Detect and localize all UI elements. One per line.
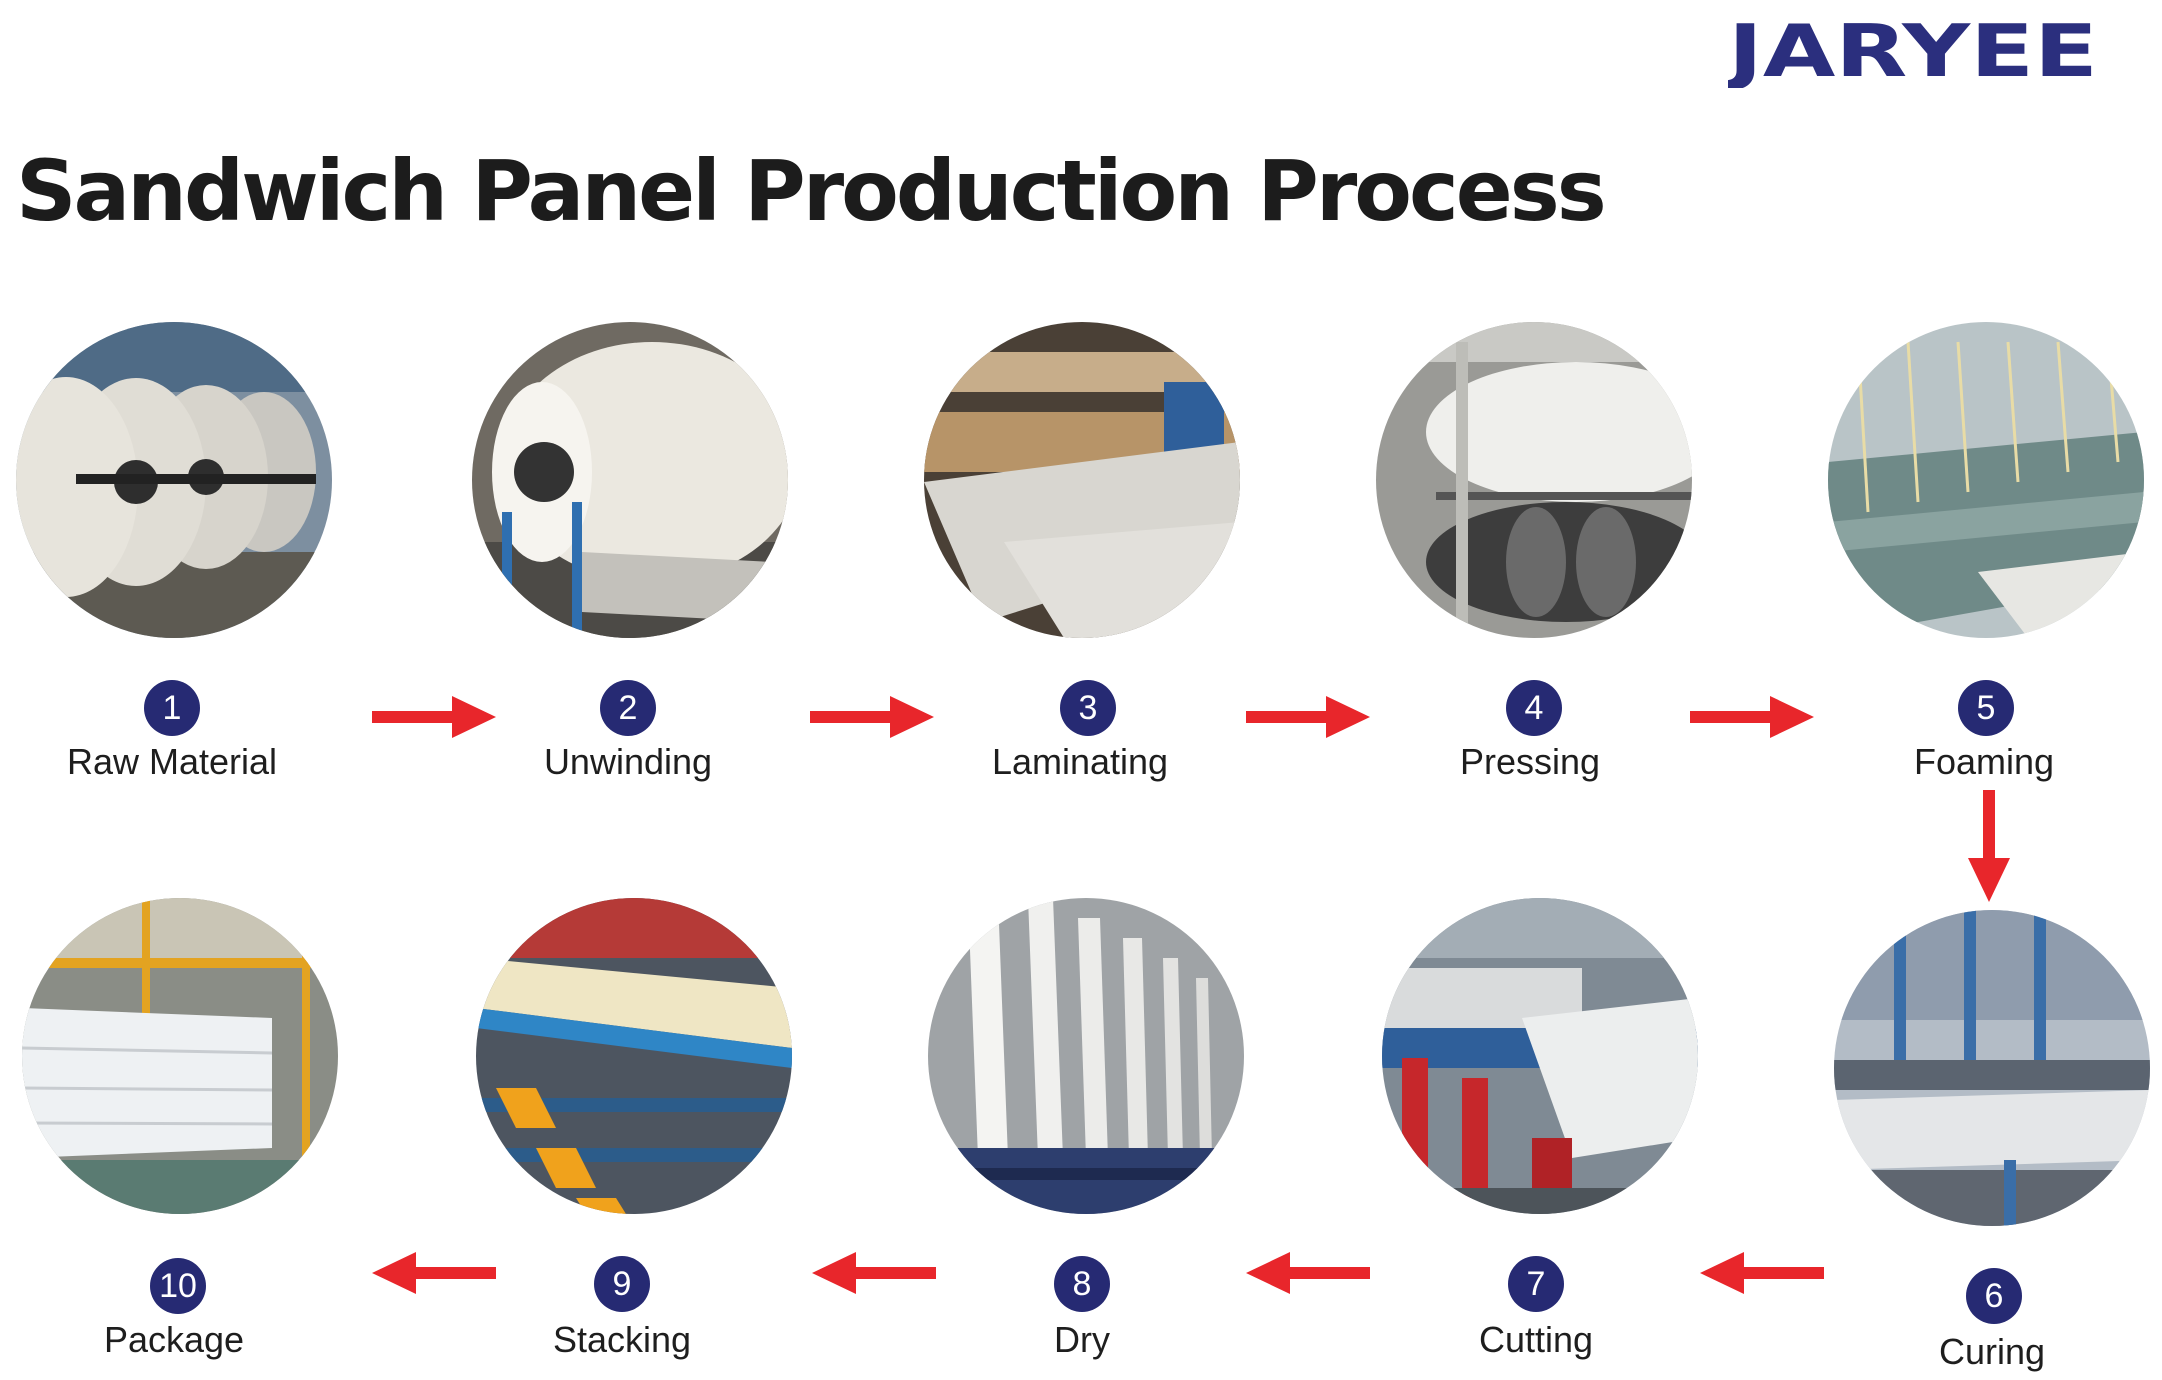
- raw-material-coils-image: [16, 322, 332, 638]
- logo-text: JARYEE: [1728, 9, 2098, 88]
- step-5-number: 5: [1958, 680, 2014, 736]
- foaming-line-image: [1828, 322, 2144, 638]
- pressing-rollers-image: [1376, 322, 1692, 638]
- step-2-photo: [472, 322, 788, 638]
- arrow-8-to-9: [812, 1252, 936, 1294]
- step-1-label: Raw Material: [66, 741, 278, 782]
- step-6-label: Curing: [1938, 1331, 2046, 1372]
- step-7-number: 7: [1508, 1256, 1564, 1312]
- curing-line-image: [1834, 910, 2150, 1226]
- step-9-photo: [476, 898, 792, 1214]
- step-1-number: 1: [144, 680, 200, 736]
- step-2-label: Unwinding: [543, 741, 713, 782]
- jaryee-logo: JARYEE: [1728, 9, 2098, 88]
- step-5-label: Foaming: [1913, 741, 2055, 782]
- step-10-photo: [22, 898, 338, 1214]
- step-9-label: Stacking: [552, 1319, 692, 1360]
- step-9-number: 9: [594, 1256, 650, 1312]
- drying-panels-image: [928, 898, 1244, 1214]
- step-4-label: Pressing: [1459, 741, 1601, 782]
- step-10-number: 10: [150, 1258, 206, 1314]
- step-4-photo: [1376, 322, 1692, 638]
- step-8-label: Dry: [1054, 1319, 1110, 1360]
- arrow-6-to-7: [1700, 1252, 1824, 1294]
- step-3-photo: [924, 322, 1240, 638]
- step-10-label: Package: [103, 1319, 245, 1360]
- step-8-photo: [928, 898, 1244, 1214]
- arrow-5-to-6: [1968, 790, 2010, 902]
- step-7-label: Cutting: [1478, 1319, 1594, 1360]
- cutting-machine-image: [1382, 898, 1698, 1214]
- page-title: Sandwich Panel Production Process: [16, 142, 1607, 240]
- step-4-number: 4: [1506, 680, 1562, 736]
- step-6-number: 6: [1966, 1268, 2022, 1324]
- step-3-number: 3: [1060, 680, 1116, 736]
- arrow-1-to-2: [372, 696, 496, 738]
- step-8-number: 8: [1054, 1256, 1110, 1312]
- arrow-9-to-10: [372, 1252, 496, 1294]
- step-6-photo: [1834, 910, 2150, 1226]
- package-warehouse-image: [22, 898, 338, 1214]
- arrow-2-to-3: [810, 696, 934, 738]
- arrow-4-to-5: [1690, 696, 1814, 738]
- arrow-7-to-8: [1246, 1252, 1370, 1294]
- unwinding-coil-image: [472, 322, 788, 638]
- step-7-photo: [1382, 898, 1698, 1214]
- arrow-3-to-4: [1246, 696, 1370, 738]
- step-2-number: 2: [600, 680, 656, 736]
- laminating-machine-image: [924, 322, 1240, 638]
- stacking-line-image: [476, 898, 792, 1214]
- step-3-label: Laminating: [991, 741, 1169, 782]
- step-1-photo: [16, 322, 332, 638]
- step-5-photo: [1828, 322, 2144, 638]
